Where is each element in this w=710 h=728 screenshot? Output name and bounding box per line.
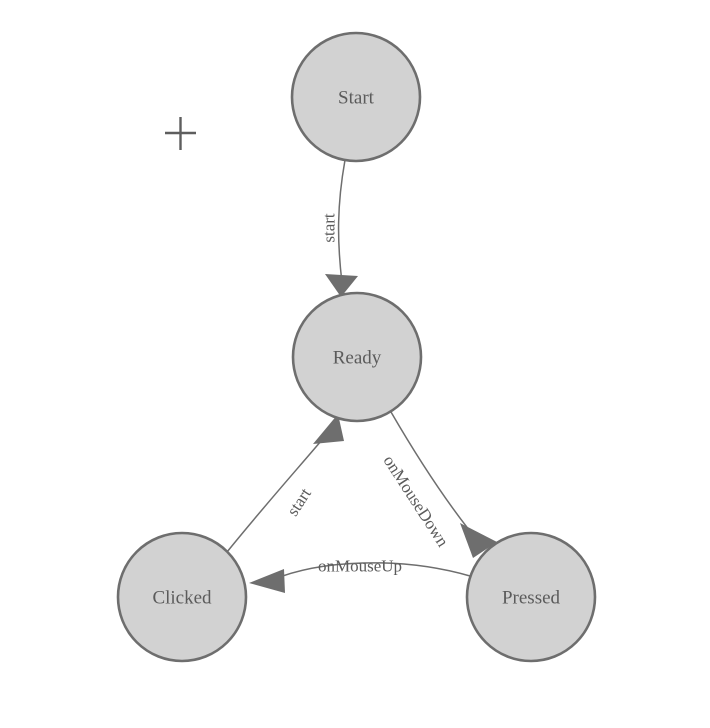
node-ready-circle[interactable] xyxy=(291,291,423,423)
node-pressed[interactable]: Pressed xyxy=(465,531,597,663)
node-clicked-label: Clicked xyxy=(152,588,212,609)
node-ready-label: Ready xyxy=(333,348,382,369)
arrowhead-start-ready xyxy=(325,274,358,297)
edge-pressed-clicked[interactable]: onMouseUp xyxy=(249,557,471,594)
edge-label-ready-pressed: onMouseDown xyxy=(379,452,452,551)
node-clicked[interactable]: Clicked xyxy=(116,531,248,663)
arrowhead-ready-pressed xyxy=(460,523,497,558)
node-clicked-circle[interactable] xyxy=(116,531,248,663)
node-start-circle[interactable] xyxy=(290,31,422,163)
arrowhead-pressed-clicked xyxy=(249,569,285,593)
edge-label-start-ready: start xyxy=(320,213,339,243)
node-pressed-circle[interactable] xyxy=(465,531,597,663)
edge-start-ready[interactable]: start xyxy=(320,159,359,297)
edge-label-clicked-ready: start xyxy=(283,484,315,519)
node-start[interactable]: Start xyxy=(290,31,422,163)
edge-ready-pressed[interactable]: onMouseDown xyxy=(379,411,497,558)
arrowhead-clicked-ready xyxy=(313,414,344,444)
node-pressed-label: Pressed xyxy=(502,588,561,609)
node-start-label: Start xyxy=(338,88,375,109)
edge-label-pressed-clicked: onMouseUp xyxy=(318,557,402,576)
edge-clicked-ready[interactable]: start xyxy=(226,414,344,553)
node-ready[interactable]: Ready xyxy=(291,291,423,423)
crosshair-icon xyxy=(165,117,196,150)
